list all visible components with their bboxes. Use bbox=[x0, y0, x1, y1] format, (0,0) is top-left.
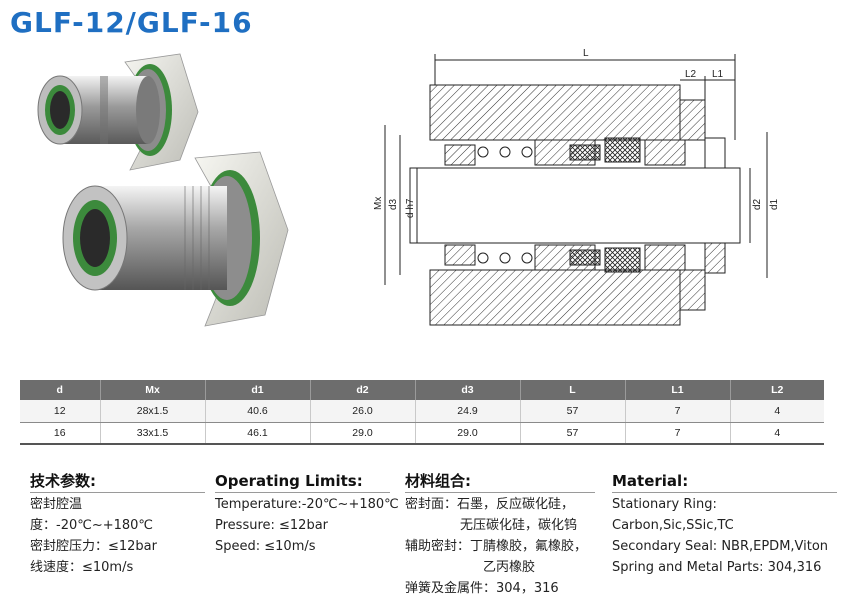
table-row: 12 28x1.5 40.6 26.0 24.9 57 7 4 bbox=[20, 400, 824, 423]
col-header: d1 bbox=[204, 380, 310, 400]
info-line: 密封面：石墨，反应碳化硅， bbox=[405, 497, 575, 512]
technical-drawing: L L2 L1 Mx d3 d h7 d2 d1 bbox=[373, 48, 780, 326]
col-header: L bbox=[519, 380, 625, 400]
material-en-section: Material: Stationary Ring: Carbon,Sic,SS… bbox=[612, 470, 842, 578]
tech-params-section: 技术参数: 密封腔温度：-20℃~+180℃ 密封腔压力：≤12bar 线速度：… bbox=[30, 470, 205, 578]
section-heading: 材料组合: bbox=[405, 472, 471, 490]
table-cell: 46.1 bbox=[204, 422, 310, 445]
info-line: 辅助密封：丁腈橡胶，氟橡胶， bbox=[405, 539, 588, 554]
info-line: Stationary Ring: Carbon,Sic,SSic,TC bbox=[612, 497, 734, 533]
table-cell: 33x1.5 bbox=[99, 422, 205, 445]
col-header: L2 bbox=[729, 380, 824, 400]
table-row: 16 33x1.5 46.1 29.0 29.0 57 7 4 bbox=[20, 422, 824, 445]
info-line: 密封腔温度：-20℃~+180℃ bbox=[30, 497, 154, 533]
table-cell: 26.0 bbox=[309, 400, 415, 423]
info-line: 乙丙橡胶 bbox=[483, 560, 536, 575]
operating-limits-section: Operating Limits: Temperature:-20℃~+180℃… bbox=[215, 470, 399, 557]
dim-dh7: d h7 bbox=[405, 198, 416, 218]
table-cell: 57 bbox=[519, 400, 625, 423]
dim-L1: L1 bbox=[712, 69, 724, 80]
dim-L2: L2 bbox=[685, 69, 697, 80]
table-cell: 57 bbox=[519, 422, 625, 445]
table-cell: 4 bbox=[729, 400, 824, 423]
section-heading: 技术参数: bbox=[30, 472, 96, 490]
col-header: Mx bbox=[99, 380, 205, 400]
section-heading: Operating Limits: bbox=[215, 472, 363, 490]
page-title: GLF-12/GLF-16 bbox=[10, 6, 253, 39]
dim-Mx: Mx bbox=[373, 197, 384, 210]
dim-L: L bbox=[583, 48, 589, 59]
table-cell: 24.9 bbox=[414, 400, 520, 423]
table-cell: 7 bbox=[624, 422, 730, 445]
col-header: L1 bbox=[624, 380, 730, 400]
table-cell: 12 bbox=[20, 400, 100, 423]
info-line: Temperature:-20℃~+180℃ bbox=[215, 497, 399, 512]
table-cell: 40.6 bbox=[204, 400, 310, 423]
col-header: d3 bbox=[414, 380, 520, 400]
dim-d3: d3 bbox=[388, 198, 399, 210]
info-line: Secondary Seal: NBR,EPDM,Viton bbox=[612, 539, 829, 554]
table-cell: 16 bbox=[20, 422, 100, 445]
table-header-row: d Mx d1 d2 d3 L L1 L2 bbox=[20, 380, 824, 400]
dim-d1: d1 bbox=[769, 198, 780, 210]
info-line: Spring and Metal Parts: 304,316 bbox=[612, 560, 822, 575]
divider bbox=[215, 492, 390, 493]
product-photo-small bbox=[37, 53, 199, 171]
info-line: 密封腔压力：≤12bar bbox=[30, 539, 157, 554]
section-heading: Material: bbox=[612, 472, 689, 490]
info-line: 无压碳化硅，碳化钨 bbox=[460, 518, 578, 533]
product-photo-large bbox=[62, 151, 289, 327]
table-cell: 29.0 bbox=[414, 422, 520, 445]
dim-d2: d2 bbox=[752, 198, 763, 210]
spec-table: d Mx d1 d2 d3 L L1 L2 12 28x1.5 40.6 26.… bbox=[20, 380, 824, 445]
table-cell: 29.0 bbox=[309, 422, 415, 445]
divider bbox=[612, 492, 837, 493]
col-header: d2 bbox=[309, 380, 415, 400]
table-cell: 7 bbox=[624, 400, 730, 423]
divider bbox=[405, 492, 595, 493]
info-line: 线速度：≤10m/s bbox=[30, 560, 134, 575]
table-cell: 28x1.5 bbox=[99, 400, 205, 423]
table-cell: 4 bbox=[729, 422, 824, 445]
info-line: 弹簧及金属件：304，316 bbox=[405, 581, 559, 596]
divider bbox=[30, 492, 205, 493]
col-header: d bbox=[20, 380, 100, 400]
material-cn-section: 材料组合: 密封面：石墨，反应碳化硅， 无压碳化硅，碳化钨 辅助密封：丁腈橡胶，… bbox=[405, 470, 600, 599]
info-line: Speed: ≤10m/s bbox=[215, 539, 316, 554]
info-line: Pressure: ≤12bar bbox=[215, 518, 329, 533]
